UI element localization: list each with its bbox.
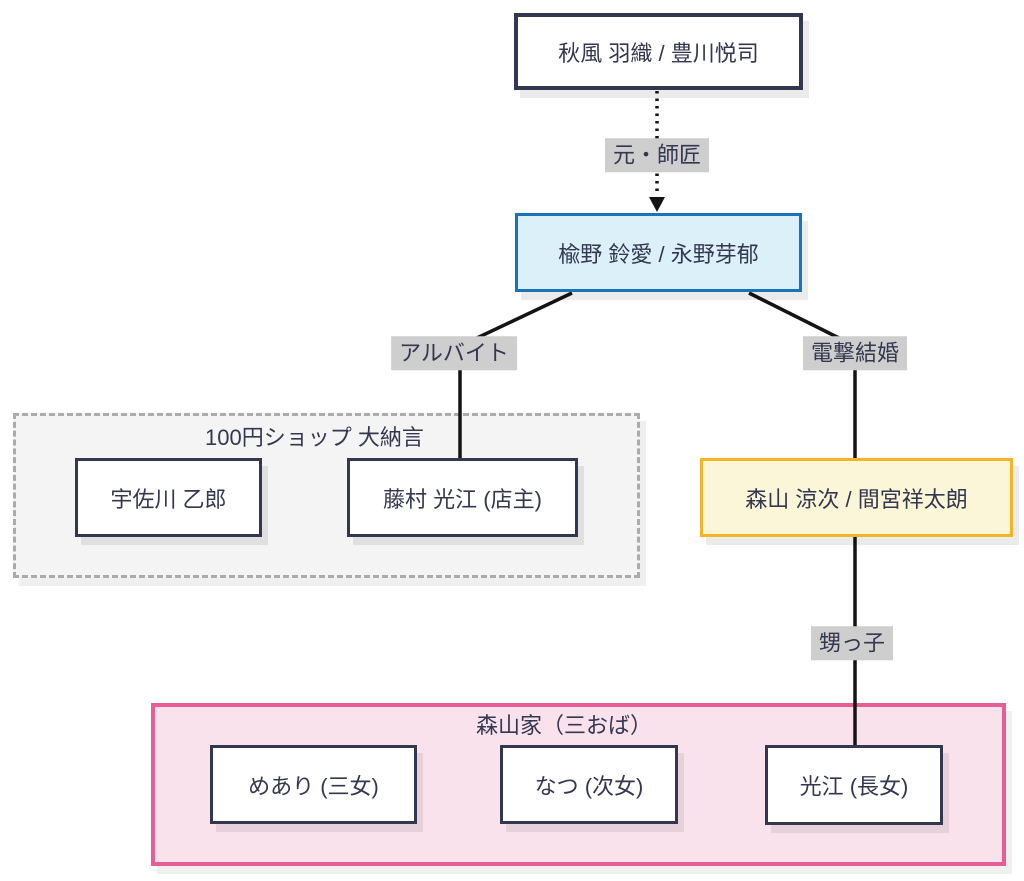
edge-marriage-line xyxy=(748,291,857,459)
node-natsu: なつ (次女) xyxy=(500,745,678,824)
node-nireno-suzume: 楡野 鈴愛 / 永野芽郁 xyxy=(515,213,802,292)
edge-label-nephew: 甥っ子 xyxy=(810,626,894,660)
node-akikaze-haori: 秋風 羽織 / 豊川悦司 xyxy=(514,13,803,90)
group-title-moriyama-family: 森山家（三おば） xyxy=(476,713,653,738)
edge-label-marriage: 電撃結婚 xyxy=(802,336,908,370)
node-natsu-label: なつ (次女) xyxy=(534,773,644,799)
edge-label-parttime: アルバイト xyxy=(391,336,517,370)
node-mitsue-label: 光江 (長女) xyxy=(799,774,909,799)
arrowhead-down-icon xyxy=(649,197,665,212)
node-usagawa-otsuro: 宇佐川 乙郎 xyxy=(75,458,262,537)
node-fujimura-label: 藤村 光江 (店主) xyxy=(383,486,542,512)
node-meari: めあり (三女) xyxy=(210,745,417,824)
group-title-100yen-shop: 100円ショップ 大納言 xyxy=(205,425,424,450)
node-mitsue: 光江 (長女) xyxy=(765,745,943,825)
node-suzume-label: 楡野 鈴愛 / 永野芽郁 xyxy=(558,241,759,267)
node-meari-label: めあり (三女) xyxy=(248,773,379,799)
node-akikaze-label: 秋風 羽織 / 豊川悦司 xyxy=(558,40,759,66)
node-fujimura-mitsue: 藤村 光江 (店主) xyxy=(347,458,578,537)
edge-label-mentor: 元・師匠 xyxy=(604,138,710,172)
node-ryoji-label: 森山 涼次 / 間宮祥太朗 xyxy=(745,486,968,512)
node-moriyama-ryoji: 森山 涼次 / 間宮祥太朗 xyxy=(700,458,1013,537)
node-usagawa-label: 宇佐川 乙郎 xyxy=(110,486,227,512)
